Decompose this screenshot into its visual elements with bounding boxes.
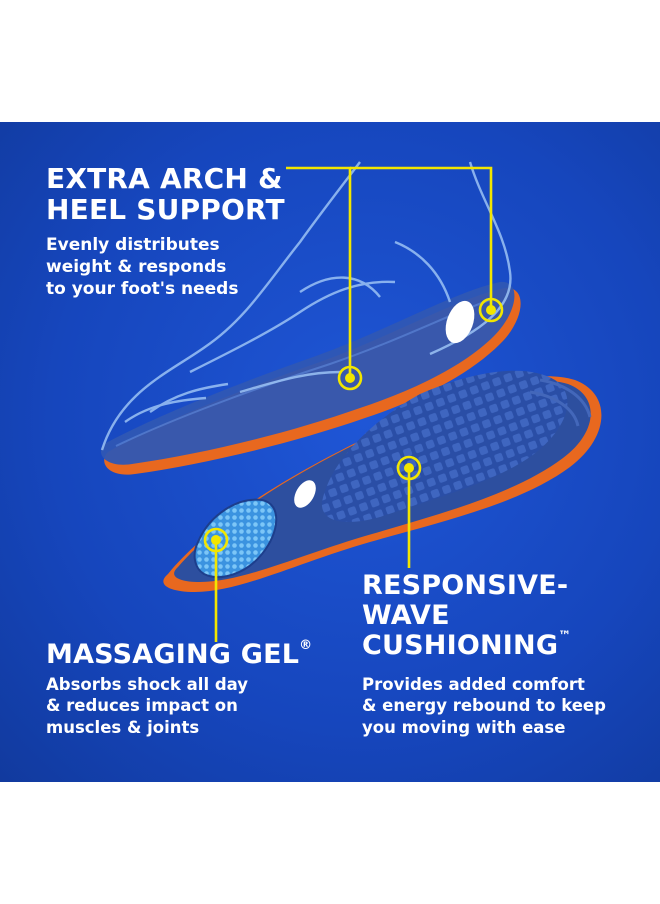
upper-insole [100, 281, 521, 475]
gel-desc-line-1: Absorbs shock all day [46, 675, 249, 694]
registered-mark: ® [299, 637, 313, 653]
wave-desc-line-1: Provides added comfort [362, 675, 585, 694]
gel-desc-line-2: & reduces impact on [46, 696, 238, 716]
trademark-mark: ™ [558, 629, 572, 645]
gel-desc-line-3: muscles & joints [46, 717, 200, 737]
wave-cushioning-heading: RESPONSIVE- WAVE CUSHIONING™ [362, 570, 572, 662]
wave-heading-text: CUSHIONING [362, 630, 559, 662]
callout-lines [214, 166, 493, 642]
massaging-gel-description: Absorbs shock all day & reduces impact o… [46, 674, 248, 738]
wave-desc-line-3: you moving with ease [362, 717, 566, 737]
wave-heading-line-1: RESPONSIVE- [362, 570, 569, 601]
foot-outline [100, 161, 512, 451]
lower-insole [163, 370, 602, 592]
arch-support-heading: EXTRA ARCH & HEEL SUPPORT [46, 163, 285, 226]
arch-heading-line-1: EXTRA ARCH & [46, 162, 283, 195]
arch-desc-line-1: Evenly distributes [46, 235, 220, 255]
brand-logo [294, 300, 475, 508]
arch-heading-line-2: HEEL SUPPORT [46, 193, 285, 227]
insole-illustration [100, 161, 602, 642]
wave-desc-line-2: & energy rebound to keep [362, 696, 606, 716]
wave-cushioning-description: Provides added comfort & energy rebound … [362, 674, 606, 738]
arch-desc-line-2: weight & responds [46, 257, 227, 278]
arch-desc-line-3: to your foot's needs [46, 279, 239, 300]
feature-panel: EXTRA ARCH & HEEL SUPPORT Evenly distrib… [0, 122, 660, 782]
gel-heading-line: MASSAGING GEL® [46, 637, 313, 670]
callout-dots [203, 297, 504, 553]
wave-heading-line-2: WAVE [362, 600, 450, 632]
gel-heading-text: MASSAGING GEL [46, 639, 300, 670]
arch-support-description: Evenly distributes weight & responds to … [46, 234, 238, 300]
wave-heading-line-3: CUSHIONING™ [362, 629, 572, 662]
massaging-gel-heading: MASSAGING GEL® [46, 637, 313, 670]
